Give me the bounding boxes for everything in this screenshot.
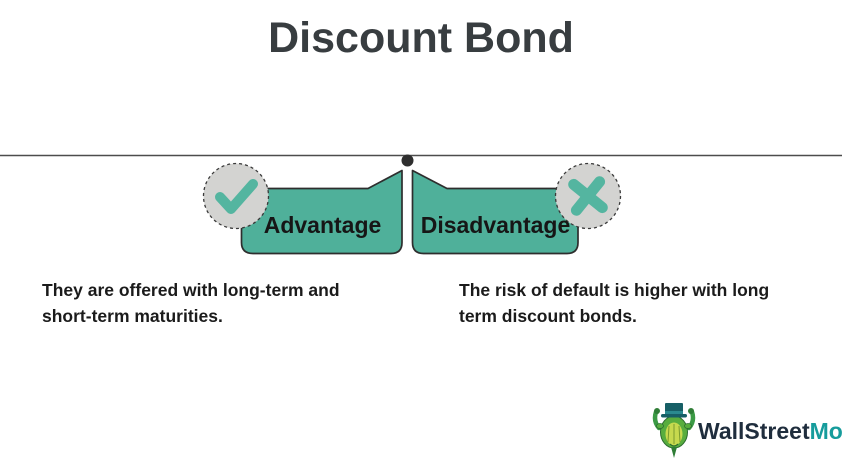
disadvantage-label: Disadvantage <box>420 212 571 238</box>
bull-mascot-icon <box>652 403 696 458</box>
logo-wordmark: WallStreetMojo <box>698 418 842 445</box>
check-icon <box>215 179 258 214</box>
logo-mojo-text: Mojo <box>809 417 842 444</box>
disadvantage-description: The risk of default is higher with long … <box>459 280 770 326</box>
cross-icon <box>568 176 608 216</box>
advantage-description: They are offered with long-term and shor… <box>42 280 340 326</box>
logo-wallstreet-text: WallStreet <box>698 417 810 444</box>
page-title: Discount Bond <box>268 14 574 62</box>
wallstreetmojo-logo: WallStreetMojo <box>652 401 842 461</box>
advantage-label: Advantage <box>263 212 382 238</box>
center-dot <box>401 154 414 167</box>
